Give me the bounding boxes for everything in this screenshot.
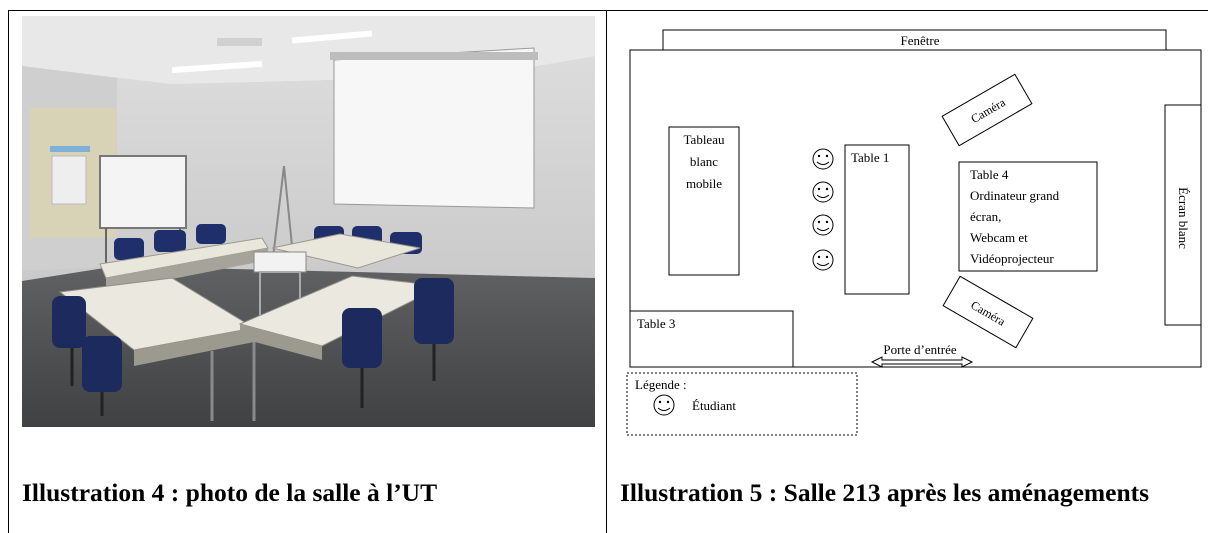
student-icon	[812, 249, 834, 271]
ceiling-light	[171, 60, 263, 74]
plan-white-screen	[1164, 104, 1202, 326]
caption-illustration-4: Illustration 4 : photo de la salle à l’U…	[22, 478, 438, 507]
table-4-label-line-4: Webcam et	[970, 230, 1028, 245]
double-arrow-icon	[870, 356, 974, 368]
table	[271, 233, 421, 269]
chair	[114, 238, 144, 260]
table-edge	[134, 328, 254, 366]
frame-column-divider	[606, 10, 607, 533]
table-4-label-line-5: Vidéoprojecteur	[970, 251, 1054, 266]
legend-student-icon	[653, 394, 675, 416]
plan-camera-top: Caméra	[941, 73, 1033, 147]
white-screen-label: Écran blanc	[1176, 187, 1191, 249]
ceiling-vent	[217, 38, 262, 46]
student-icon	[812, 181, 834, 203]
table-4-label-line-2: Ordinateur grand	[970, 188, 1060, 203]
door-label: Porte d’entrée	[883, 342, 957, 357]
plan-table-1	[844, 144, 910, 295]
chair	[154, 230, 186, 252]
chair	[342, 308, 382, 368]
window-label: Fenêtre	[901, 33, 940, 48]
table-1-label: Table 1	[851, 150, 889, 165]
whiteboard-label-line-3: mobile	[686, 176, 722, 191]
whiteboard-label-line-1: Tableau	[684, 132, 725, 147]
plan-camera-bottom: Caméra	[942, 275, 1034, 349]
frame-top-border	[8, 10, 1208, 11]
ceiling-light	[291, 30, 373, 44]
legend-box	[626, 372, 858, 436]
wall-poster-header	[50, 146, 90, 152]
plan-whiteboard	[668, 126, 740, 276]
student-icon	[812, 214, 834, 236]
plan-table-4	[958, 161, 1098, 272]
screen-housing	[330, 52, 538, 60]
room-photo	[22, 16, 595, 427]
wall-poster	[51, 155, 87, 205]
legend-title: Légende :	[635, 377, 687, 392]
table-4-label-line-3: écran,	[970, 209, 1001, 224]
projector	[253, 251, 307, 273]
student-icon	[812, 148, 834, 170]
plan-table-3	[629, 310, 794, 368]
room-floor-plan: Fenêtre Tableau blanc mobile Table 1 Cam…	[626, 29, 1202, 436]
projection-screen	[333, 47, 535, 209]
table-edge	[240, 324, 322, 360]
chair	[414, 278, 454, 344]
legend-student-label: Étudiant	[692, 398, 736, 413]
table-3-label: Table 3	[637, 316, 675, 331]
chair	[196, 224, 226, 244]
table-4-label-line-1: Table 4	[970, 167, 1009, 182]
chair	[52, 296, 86, 348]
chair	[82, 336, 122, 392]
whiteboard-label-line-2: blanc	[690, 154, 718, 169]
frame-left-border	[8, 10, 9, 533]
caption-illustration-5: Illustration 5 : Salle 213 après les amé…	[620, 478, 1150, 507]
whiteboard	[99, 155, 187, 229]
